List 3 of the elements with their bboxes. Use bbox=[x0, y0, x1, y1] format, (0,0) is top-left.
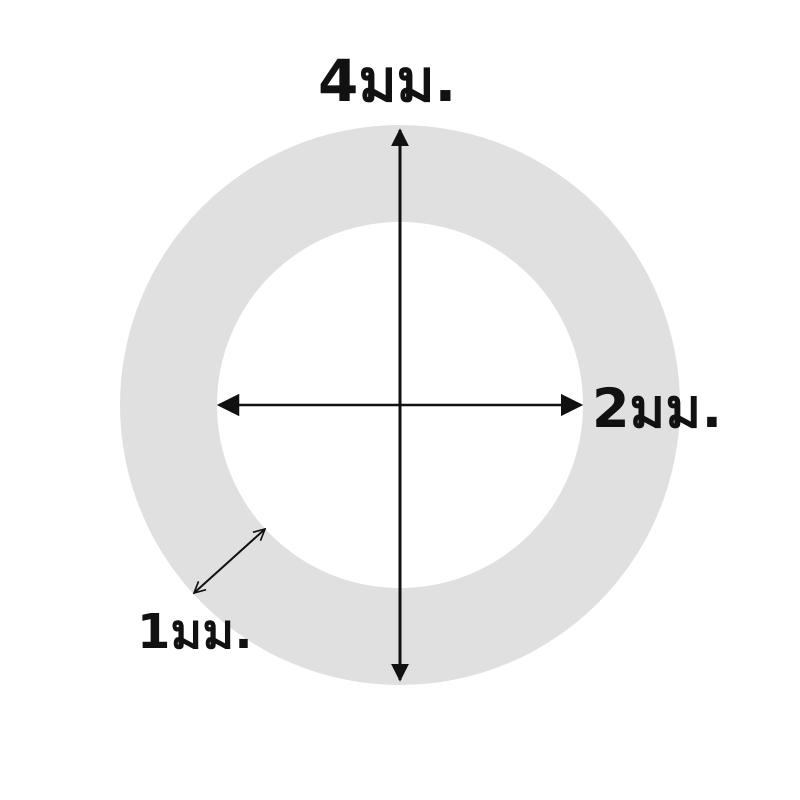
dimension-label: 4มม. bbox=[318, 52, 456, 110]
dimension-label: 1มม. bbox=[137, 608, 253, 656]
dimension-label: 2มม. bbox=[592, 382, 722, 436]
